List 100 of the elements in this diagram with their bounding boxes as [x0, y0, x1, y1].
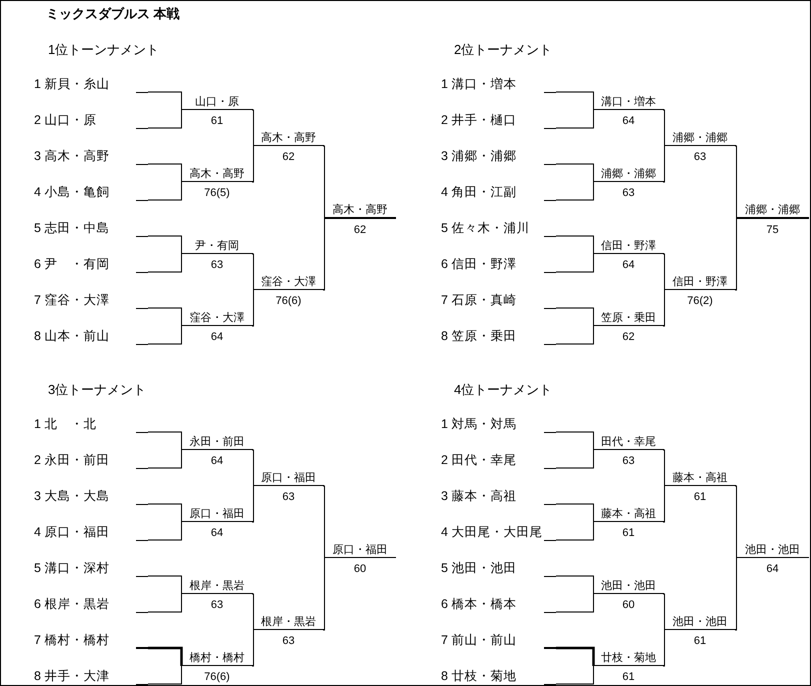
match-score: 61: [621, 671, 636, 684]
match-score: 63: [281, 635, 296, 648]
team-entry: 3 高木・高野: [34, 148, 110, 164]
bracket-heading: 1位トーンナメント: [48, 41, 160, 59]
bracket-heading: 4位トーナメント: [454, 381, 552, 399]
bracket-line: [148, 92, 182, 110]
bracket-line: [148, 308, 182, 326]
bracket-line: [252, 486, 254, 522]
bracket-line: [148, 576, 182, 594]
bracket-line: [556, 432, 594, 450]
bracket-line: [252, 594, 254, 630]
bracket-line: [734, 486, 737, 558]
winner-name: 山口・原: [181, 96, 253, 110]
bracket-line: [148, 432, 182, 450]
bracket-line: [556, 110, 594, 128]
team-entry: 4 角田・江副: [441, 184, 516, 200]
team-entry: 2 井手・樋口: [441, 112, 516, 128]
match-score: 62: [281, 151, 296, 164]
bracket-line: [148, 594, 182, 612]
bracket-heading: 3位トーナメント: [48, 381, 146, 399]
bracket-line: [252, 450, 254, 486]
team-entry: 4 小島・亀飼: [34, 184, 110, 200]
match-score: 61: [692, 635, 708, 648]
match-score: 76(2): [686, 295, 714, 308]
team-entry: 6 根岸・黒岩: [34, 596, 110, 612]
winner-name: 橋村・橋村: [181, 652, 253, 666]
bracket-line: [148, 182, 182, 200]
winner-name: 根岸・黒岩: [181, 580, 253, 594]
bracket-line: [556, 236, 594, 254]
team-entry: 6 尹 ・有岡: [34, 256, 110, 272]
bracket-line: [662, 594, 665, 630]
bracket-line: [148, 504, 182, 522]
bracket-line: [322, 558, 325, 630]
bracket-line: [322, 218, 325, 290]
bracket-line: [148, 450, 182, 468]
winner-name: 永田・前田: [181, 436, 253, 450]
bracket-line: [556, 450, 594, 468]
match-score: 61: [692, 491, 708, 504]
team-entry: 8 笠原・乗田: [441, 328, 516, 344]
team-entry: 8 廿枝・菊地: [441, 668, 516, 684]
match-score: 63: [621, 455, 636, 468]
bracket-line: [556, 576, 594, 594]
team-entry: 2 山口・原: [34, 112, 96, 128]
team-entry: 8 井手・大津: [34, 668, 110, 684]
team-entry: 4 大田尾・大田尾: [441, 524, 542, 540]
bracket-line: [148, 110, 182, 128]
winner-name: 池田・池田: [736, 544, 809, 558]
bracket-line: [556, 522, 594, 540]
bracket-line: [148, 522, 182, 540]
match-score: 63: [692, 151, 708, 164]
team-entry: 3 藤本・高祖: [441, 488, 516, 504]
bracket-line: [252, 290, 254, 326]
bracket-line: [556, 666, 594, 684]
winner-name: 窪谷・大澤: [181, 312, 253, 326]
match-score: 64: [210, 455, 224, 468]
bracket-line: [148, 326, 182, 344]
winner-name: 根岸・黒岩: [253, 616, 324, 630]
bracket-line: [734, 146, 737, 218]
bracket-line: [662, 450, 665, 486]
bracket-line: [556, 92, 594, 110]
winner-name: 池田・池田: [593, 580, 664, 594]
team-entry: 2 田代・幸尾: [441, 452, 516, 468]
match-score: 63: [621, 187, 636, 200]
winner-name: 高木・高野: [253, 132, 324, 146]
bracket-line: [662, 110, 665, 146]
bracket-line: [252, 146, 254, 182]
match-score: 61: [210, 115, 224, 128]
winner-name: 高木・高野: [181, 168, 253, 182]
team-entry: 7 石原・真崎: [441, 292, 516, 308]
bracket-line: [662, 630, 665, 666]
bracket-line: [662, 146, 665, 182]
team-entry: 5 佐々木・浦川: [441, 220, 530, 236]
winner-name: 田代・幸尾: [593, 436, 664, 450]
bracket-heading: 2位トーナメント: [454, 41, 552, 59]
winner-name: 藤本・高祖: [593, 508, 664, 522]
team-entry: 4 原口・福田: [34, 524, 110, 540]
bracket-line: [556, 308, 594, 326]
match-score: 63: [210, 259, 224, 272]
winner-name: 浦郷・浦郷: [664, 132, 736, 146]
match-score: 76(6): [274, 295, 302, 308]
bracket-line: [662, 486, 665, 522]
team-entry: 1 北 ・北: [34, 416, 96, 432]
match-score: 63: [281, 491, 296, 504]
team-entry: 8 山本・前山: [34, 328, 110, 344]
team-entry: 5 志田・中島: [34, 220, 110, 236]
team-entry: 1 溝口・増本: [441, 76, 516, 92]
team-entry: 1 新貝・糸山: [34, 76, 110, 92]
bracket-line: [734, 218, 737, 290]
bracket-line: [252, 110, 254, 146]
winner-name: 信田・野澤: [593, 240, 664, 254]
bracket-line: [148, 666, 182, 684]
bracket-line: [556, 326, 594, 344]
match-score: 63: [210, 599, 224, 612]
match-score: 60: [621, 599, 636, 612]
bracket-line: [148, 254, 182, 272]
winner-name: 原口・福田: [324, 544, 396, 558]
team-entry: 6 信田・野澤: [441, 256, 516, 272]
team-entry: 2 永田・前田: [34, 452, 110, 468]
bracket-line: [556, 254, 594, 272]
match-score: 62: [352, 224, 368, 237]
